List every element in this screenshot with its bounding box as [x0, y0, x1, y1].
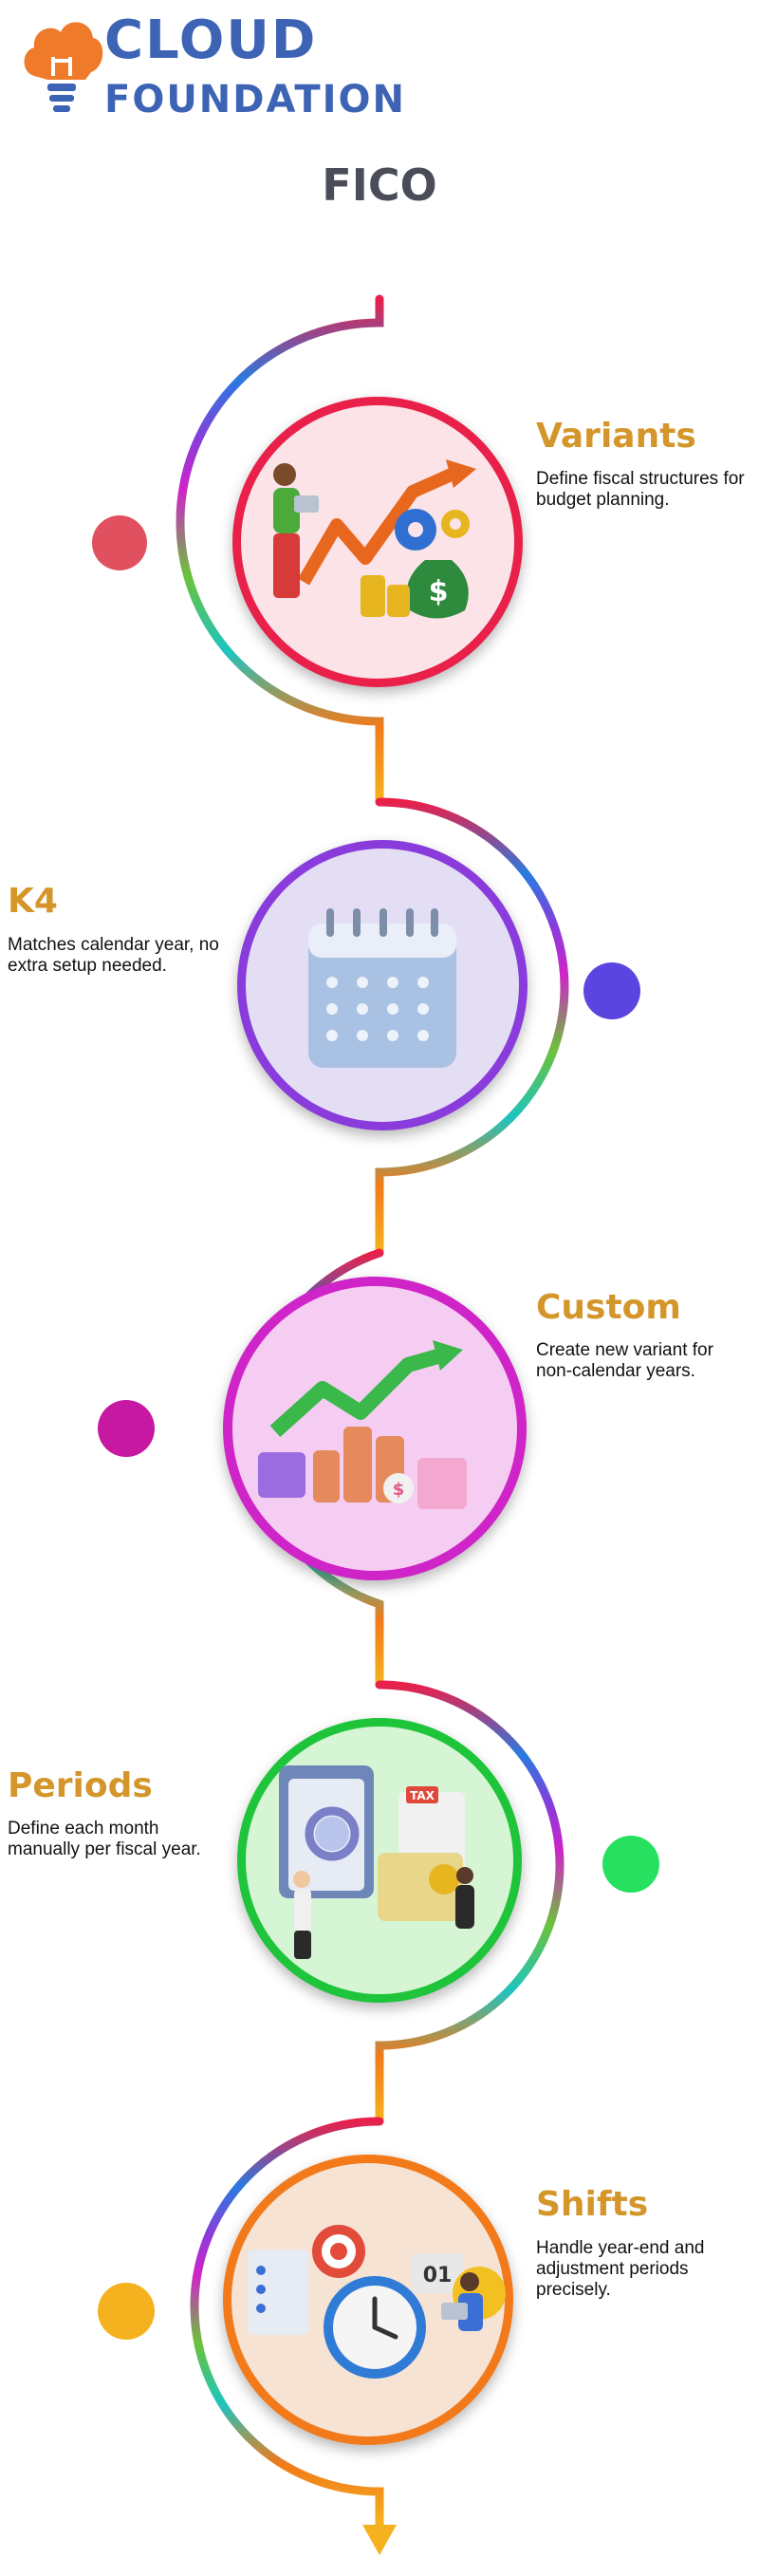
- logo: CLOUD FOUNDATION: [19, 9, 455, 123]
- svg-text:TAX: TAX: [410, 1789, 435, 1802]
- svg-text:$: $: [393, 1480, 405, 1500]
- step4-desc: Define each month manually per fiscal ye…: [8, 1819, 201, 1859]
- page-title: FICO: [322, 159, 437, 211]
- step4-title: Periods: [8, 1766, 153, 1805]
- step1-desc: Define fiscal structures for budget plan…: [536, 469, 745, 510]
- arrow-down-icon: [362, 2525, 397, 2555]
- step5-desc: Handle year-end and adjustment periods p…: [536, 2238, 705, 2300]
- lightbulb-cloud-icon: [24, 22, 103, 112]
- step3-desc: Create new variant for non-calendar year…: [536, 1340, 713, 1381]
- step3-dot: [98, 1400, 155, 1457]
- step1-title: Variants: [536, 417, 696, 456]
- growth-chart-money-bag-icon: $: [273, 459, 476, 619]
- logo-line2: FOUNDATION: [104, 78, 406, 121]
- step3-title: Custom: [536, 1288, 681, 1327]
- tax-documents-magnifier-icon: TAX: [279, 1765, 474, 1959]
- calendar-icon: [308, 908, 456, 1068]
- svg-text:01: 01: [423, 2264, 453, 2287]
- step2-title: K4: [8, 882, 58, 921]
- step1-dot: [92, 515, 147, 570]
- svg-text:$: $: [429, 575, 449, 608]
- coins-growth-calculator-icon: $: [258, 1340, 467, 1509]
- step2-desc: Matches calendar year, no extra setup ne…: [8, 935, 219, 976]
- alarm-clock-target-icon: 01: [248, 2225, 506, 2379]
- step5-dot: [98, 2283, 155, 2340]
- logo-line1: CLOUD: [104, 9, 318, 71]
- step4-dot: [602, 1836, 659, 1893]
- step2-dot: [583, 962, 640, 1019]
- step5-title: Shifts: [536, 2185, 649, 2224]
